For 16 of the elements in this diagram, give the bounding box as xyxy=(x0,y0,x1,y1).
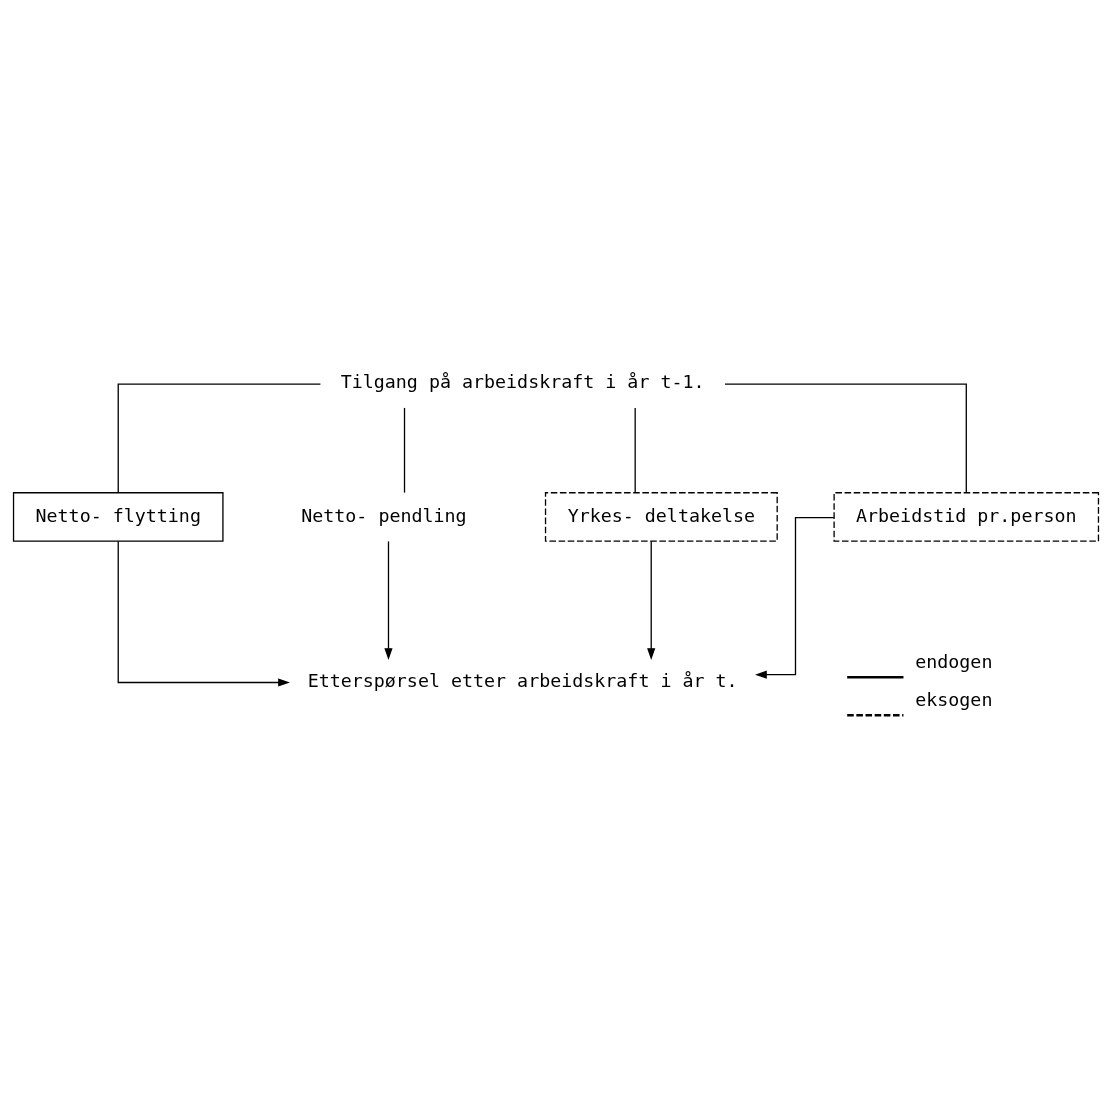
node-box: Netto- flytting xyxy=(12,492,224,542)
connector xyxy=(403,407,406,494)
node-box: Arbeidstid pr.person xyxy=(833,492,1100,542)
connector xyxy=(724,383,967,494)
legend-label: endogen xyxy=(915,651,993,673)
legend-label: eksogen xyxy=(915,689,993,711)
arrow xyxy=(384,540,393,660)
node-text: Tilgang på arbeidskraft i år t-1. xyxy=(340,371,705,393)
arrow xyxy=(117,540,290,687)
node-text: Etterspørsel etter arbeidskraft i år t. xyxy=(307,670,738,692)
connector xyxy=(634,407,636,494)
node-box: Yrkes- deltakelse xyxy=(544,492,778,542)
connector xyxy=(117,383,322,494)
arrow xyxy=(647,540,656,660)
arrow xyxy=(755,516,835,679)
node-text: Netto- pendling xyxy=(301,504,467,526)
